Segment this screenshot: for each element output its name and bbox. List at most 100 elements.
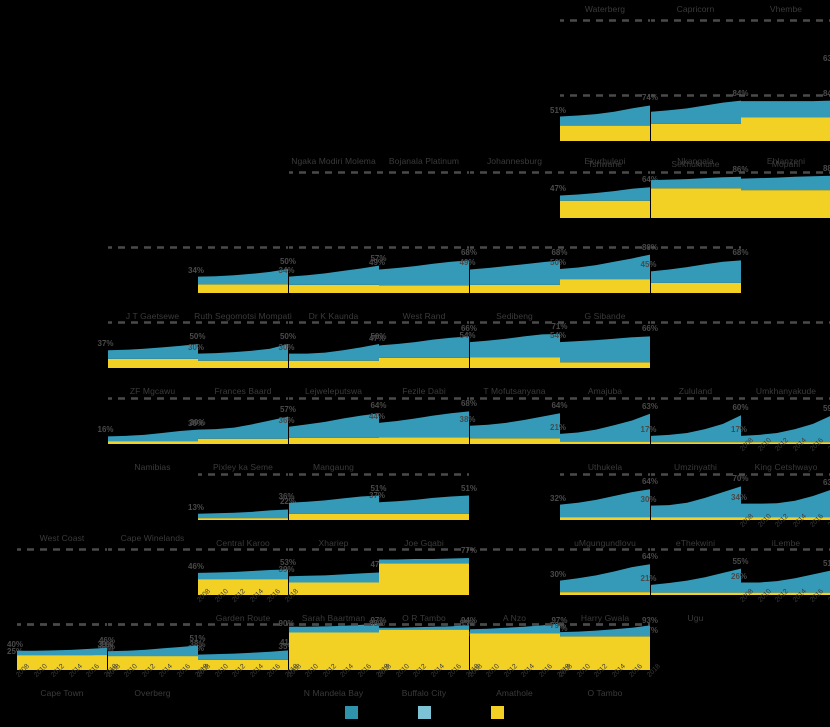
area-teal bbox=[198, 509, 288, 519]
area-teal bbox=[379, 260, 469, 286]
facet-cape-winelands: Cape Winelands bbox=[107, 533, 198, 609]
area-yellow bbox=[560, 200, 650, 218]
area-yellow bbox=[198, 284, 288, 293]
facet-title: Zululand bbox=[678, 386, 713, 396]
facet-title: Nkangala bbox=[677, 156, 714, 166]
area-yellow bbox=[288, 360, 379, 368]
facet-plot bbox=[198, 548, 288, 595]
legend-swatch bbox=[345, 706, 358, 719]
area-yellow bbox=[379, 437, 469, 444]
facet-plot bbox=[17, 548, 107, 551]
legend-item[interactable] bbox=[491, 706, 509, 719]
facet-title: T Mofutsanyana bbox=[483, 386, 546, 396]
area-yellow bbox=[469, 357, 560, 368]
facet-plot bbox=[741, 19, 830, 22]
facet-title: Waterberg bbox=[584, 4, 626, 14]
area-teal bbox=[198, 344, 288, 361]
facet-unnamed-30: 44%68% bbox=[369, 396, 477, 458]
area-yellow bbox=[741, 442, 830, 444]
facet-plot bbox=[650, 246, 741, 293]
area-yellow bbox=[560, 279, 650, 293]
facet-plot bbox=[650, 94, 741, 141]
facet-unnamed-61: 85%97% bbox=[460, 616, 568, 684]
area-teal bbox=[741, 175, 830, 191]
facet-title: Ngaka Modiri Molema bbox=[291, 156, 376, 166]
area-yellow bbox=[469, 633, 560, 670]
facet-plot bbox=[198, 623, 288, 670]
legend-swatch bbox=[491, 706, 504, 719]
area-teal bbox=[650, 260, 741, 283]
facet-plot bbox=[107, 397, 198, 444]
facet-title: Frances Baard bbox=[214, 386, 272, 396]
facet-unnamed-59: 90%97% bbox=[279, 616, 387, 684]
area-teal bbox=[560, 254, 650, 280]
facet-plot bbox=[560, 94, 650, 141]
area-yellow bbox=[650, 188, 741, 218]
area-yellow bbox=[288, 582, 379, 595]
area-yellow bbox=[107, 656, 198, 670]
facet-plot bbox=[288, 246, 379, 293]
facet-plot bbox=[288, 623, 379, 670]
area-teal bbox=[741, 490, 830, 518]
facet-plot bbox=[379, 397, 469, 444]
facet-title: Lejweleputswa bbox=[304, 386, 363, 396]
facet-plot bbox=[469, 246, 560, 293]
area-yellow bbox=[560, 517, 650, 520]
facet-plot bbox=[650, 548, 741, 595]
legend-swatch bbox=[418, 706, 431, 719]
facet-plot bbox=[650, 473, 741, 520]
facet-plot bbox=[288, 397, 379, 444]
area-yellow bbox=[107, 358, 198, 368]
facet-title: West Coast bbox=[39, 533, 85, 543]
area-yellow bbox=[17, 655, 107, 670]
facet-plot bbox=[17, 623, 107, 670]
area-teal bbox=[107, 429, 198, 442]
facet-title: Ehlanzeni bbox=[766, 156, 806, 166]
facet-plot bbox=[469, 171, 560, 174]
area-yellow bbox=[107, 441, 198, 444]
area-yellow bbox=[198, 579, 288, 595]
area-yellow bbox=[469, 438, 560, 444]
area-yellow bbox=[741, 592, 830, 595]
area-yellow bbox=[198, 438, 288, 444]
facet-plot bbox=[288, 171, 379, 174]
facet-plot bbox=[560, 19, 650, 22]
facet-umkhanyakude: Umkhanyakude bbox=[741, 320, 830, 396]
legend-item[interactable] bbox=[418, 706, 436, 719]
facet-unnamed-31: 38%64% bbox=[460, 396, 568, 458]
facet-plot bbox=[469, 623, 560, 670]
area-teal bbox=[379, 624, 469, 630]
area-yellow bbox=[560, 125, 650, 141]
facet-ngaka-modiri-molema: Ngaka Modiri Molema bbox=[288, 156, 379, 232]
area-teal bbox=[741, 416, 830, 443]
facet-title: Ekurhuleni bbox=[584, 156, 626, 166]
facet-plot bbox=[198, 473, 288, 520]
legend-item[interactable] bbox=[345, 706, 363, 719]
facet-plot bbox=[107, 321, 198, 368]
facet-plot bbox=[288, 321, 379, 368]
area-teal bbox=[198, 416, 288, 439]
facet-plot bbox=[560, 246, 650, 293]
facet-title: Cape Winelands bbox=[120, 533, 185, 543]
